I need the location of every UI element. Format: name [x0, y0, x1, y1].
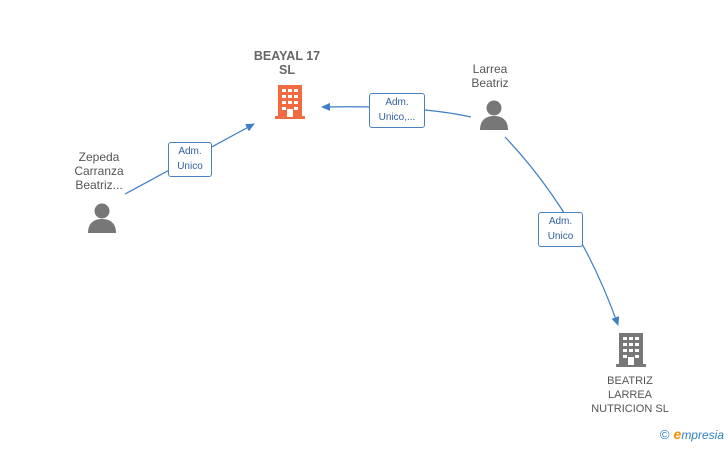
node-label-beayal: BEAYAL 17 SL	[247, 49, 327, 77]
person-icon[interactable]	[87, 202, 117, 234]
edge-label-line: Unico	[177, 161, 203, 172]
empresia-logo: ©empresia	[660, 426, 724, 442]
edge-label-larrea-beayal[interactable]: Adm. Unico,...	[369, 93, 425, 128]
edge-label-line: Unico,...	[378, 112, 416, 123]
node-label-beatriz-larrea: BEATRIZ LARREA NUTRICION SL	[580, 374, 680, 416]
node-label-line: Beatriz	[471, 76, 509, 90]
node-label-line: LARREA	[607, 389, 653, 401]
node-label-line: SL	[279, 63, 295, 77]
edge-label-larrea-beatriz-larrea[interactable]: Adm. Unico	[538, 212, 583, 247]
node-label-zepeda: Zepeda Carranza Beatriz...	[64, 150, 134, 192]
node-label-line: Larrea	[472, 62, 508, 76]
edge-label-line: Adm.	[178, 146, 202, 157]
node-label-line: Carranza	[74, 164, 124, 178]
node-label-line: BEATRIZ	[607, 375, 653, 387]
building-icon[interactable]	[615, 332, 647, 368]
node-label-line: BEAYAL 17	[253, 49, 321, 63]
edge-label-zepeda-beayal[interactable]: Adm. Unico	[168, 142, 212, 177]
node-label-line: Zepeda	[78, 150, 120, 164]
node-label-line: NUTRICION SL	[591, 403, 669, 415]
edge-label-line: Adm.	[385, 97, 409, 108]
edge-label-line: Adm.	[548, 216, 573, 227]
building-icon[interactable]	[274, 84, 306, 120]
brand-initial: e	[673, 426, 682, 442]
person-icon[interactable]	[479, 99, 509, 131]
brand-name: mpresia	[681, 428, 724, 442]
node-label-line: Beatriz...	[75, 178, 123, 192]
edge-label-line: Unico	[547, 231, 574, 242]
copyright-icon: ©	[659, 427, 670, 442]
node-label-larrea: Larrea Beatriz	[455, 62, 525, 90]
